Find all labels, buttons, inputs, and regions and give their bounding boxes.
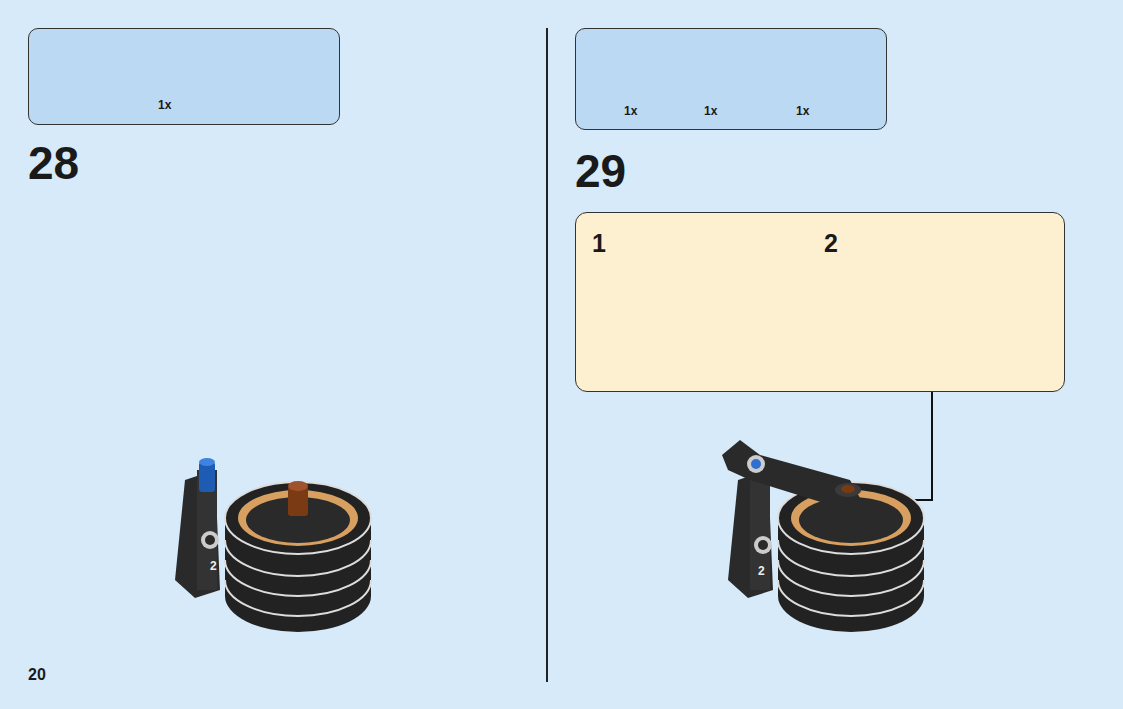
leader-line	[898, 392, 932, 500]
part-marking: 2	[758, 565, 765, 577]
quantity-label: 1x	[796, 105, 809, 117]
model-29	[722, 440, 924, 632]
quantity-label: 1x	[158, 99, 171, 111]
model-28	[175, 458, 371, 632]
substep-number: 1	[592, 231, 606, 256]
parts-box: 1x	[28, 28, 340, 125]
parts-box: 1x 1x 1x	[575, 28, 887, 130]
step-number: 28	[28, 140, 79, 186]
step-number: 29	[575, 148, 626, 194]
part-marking: 2	[210, 560, 217, 572]
page-number: 20	[28, 667, 46, 683]
quantity-label: 1x	[624, 105, 637, 117]
substep-number: 2	[824, 231, 838, 256]
divider-line	[546, 28, 548, 682]
quantity-label: 1x	[704, 105, 717, 117]
substep-callout: 12	[575, 212, 1065, 392]
